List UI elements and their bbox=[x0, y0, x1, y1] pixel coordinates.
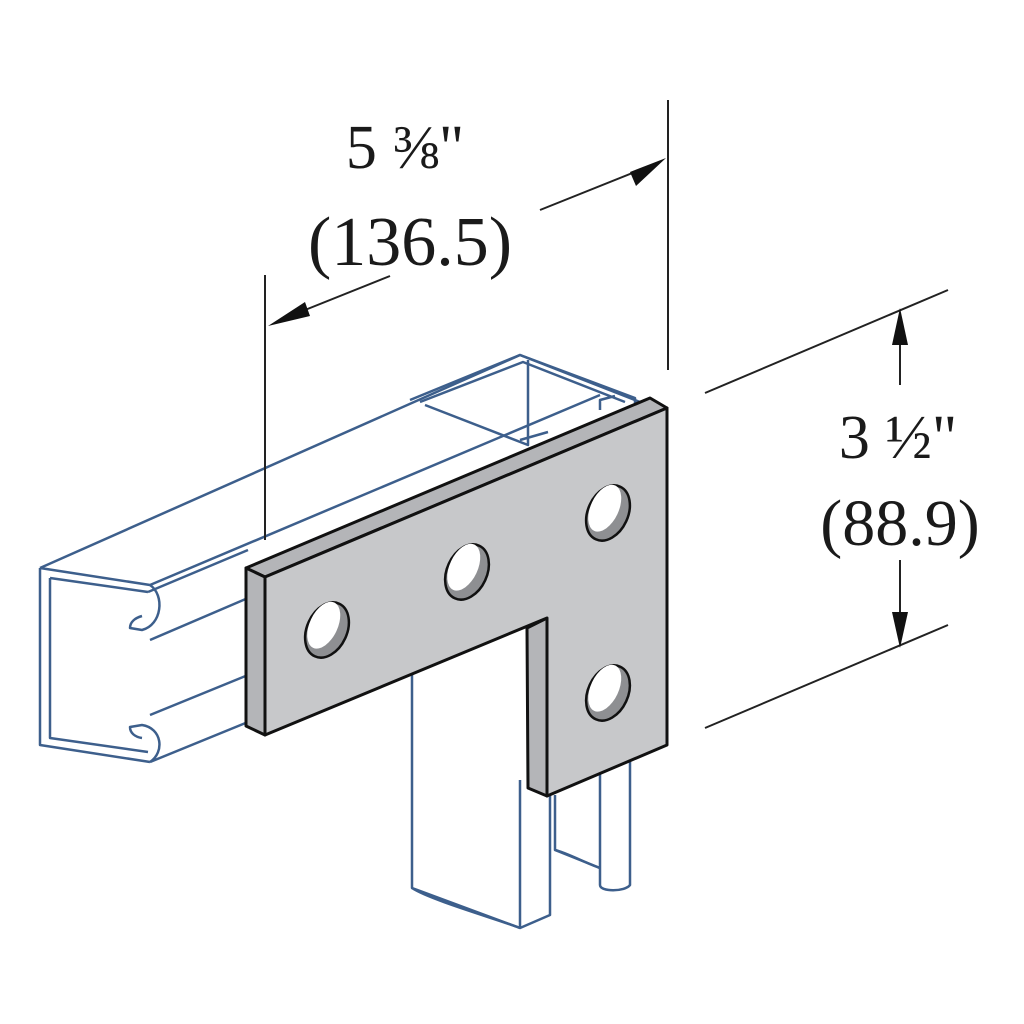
hole-2 bbox=[443, 543, 491, 601]
vertical-channel bbox=[410, 672, 632, 930]
width-dimension-lines bbox=[264, 100, 669, 540]
arrow-down-icon bbox=[892, 612, 908, 648]
arrow-up-icon bbox=[892, 308, 908, 345]
width-metric-label: (136.5) bbox=[308, 204, 512, 281]
plate-face bbox=[263, 406, 669, 798]
arrow-right-icon bbox=[630, 158, 666, 186]
width-imperial-label: 5 ⅜" bbox=[346, 114, 464, 182]
horizontal-channel bbox=[38, 353, 641, 764]
hole-4 bbox=[584, 664, 632, 722]
plate-left-edge bbox=[244, 566, 267, 737]
height-imperial-label: 3 ½" bbox=[839, 404, 957, 472]
hole-1 bbox=[303, 601, 351, 659]
l-plate bbox=[244, 396, 669, 798]
arrow-left-icon bbox=[268, 302, 310, 326]
height-dimension-lines bbox=[704, 289, 949, 729]
hole-3 bbox=[584, 484, 632, 542]
plate-tab-edge bbox=[525, 616, 549, 798]
height-metric-label: (88.9) bbox=[820, 487, 979, 560]
